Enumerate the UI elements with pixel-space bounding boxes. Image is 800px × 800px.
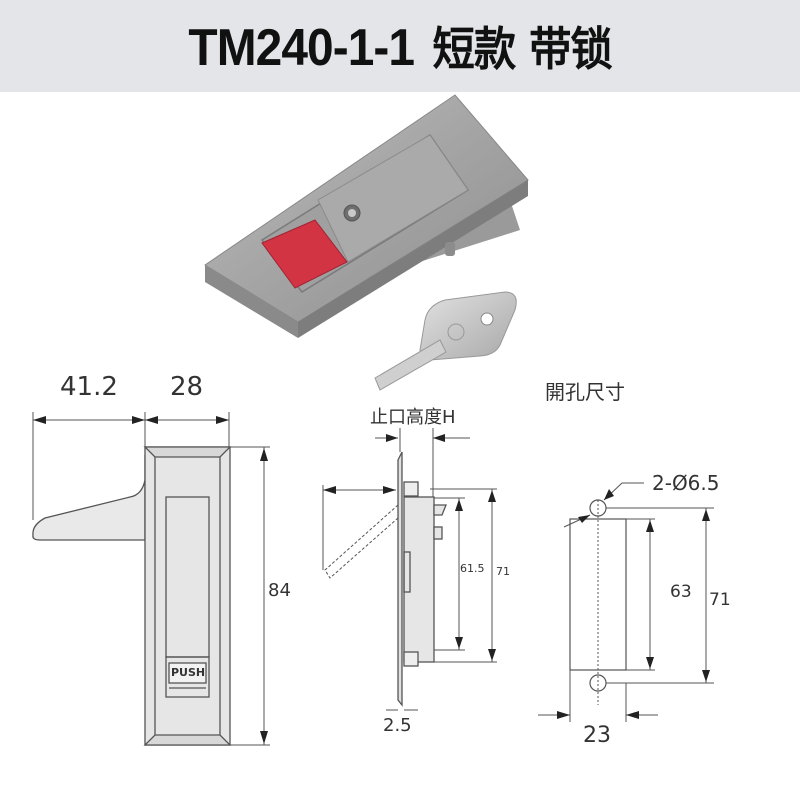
product-title: TM240-1-1 短款 带锁 — [188, 13, 612, 79]
product-description: 短款 带锁 — [432, 22, 612, 76]
dim-inner-height: 61.5 — [460, 562, 485, 575]
dim-body-width: 28 — [170, 372, 204, 402]
model-number: TM240-1-1 — [188, 19, 415, 77]
side-view-arrows — [323, 434, 496, 661]
dim-body-height: 84 — [268, 580, 291, 601]
dim-hole-spacing: 71 — [709, 590, 731, 610]
cutout-arrows — [557, 489, 710, 719]
push-button-label: PUSH — [171, 666, 206, 679]
front-view-drawing — [32, 412, 270, 746]
key — [374, 291, 517, 391]
front-view-arrows — [33, 416, 268, 744]
dim-cut-width: 23 — [583, 723, 611, 748]
dim-outer-height: 71 — [496, 565, 510, 578]
cutout-drawing — [538, 482, 714, 722]
lock-body — [204, 94, 529, 338]
dim-cut-height: 63 — [670, 582, 692, 602]
lip-height-label: 止口高度H — [370, 407, 456, 428]
side-view-drawing — [322, 428, 497, 711]
cutout-title: 開孔尺寸 — [545, 380, 625, 404]
dim-thickness: 2.5 — [383, 715, 412, 736]
hole-spec: 2-Ø6.5 — [652, 471, 720, 495]
dim-handle-width: 41.2 — [60, 372, 118, 402]
header-banner: TM240-1-1 短款 带锁 — [0, 0, 800, 92]
